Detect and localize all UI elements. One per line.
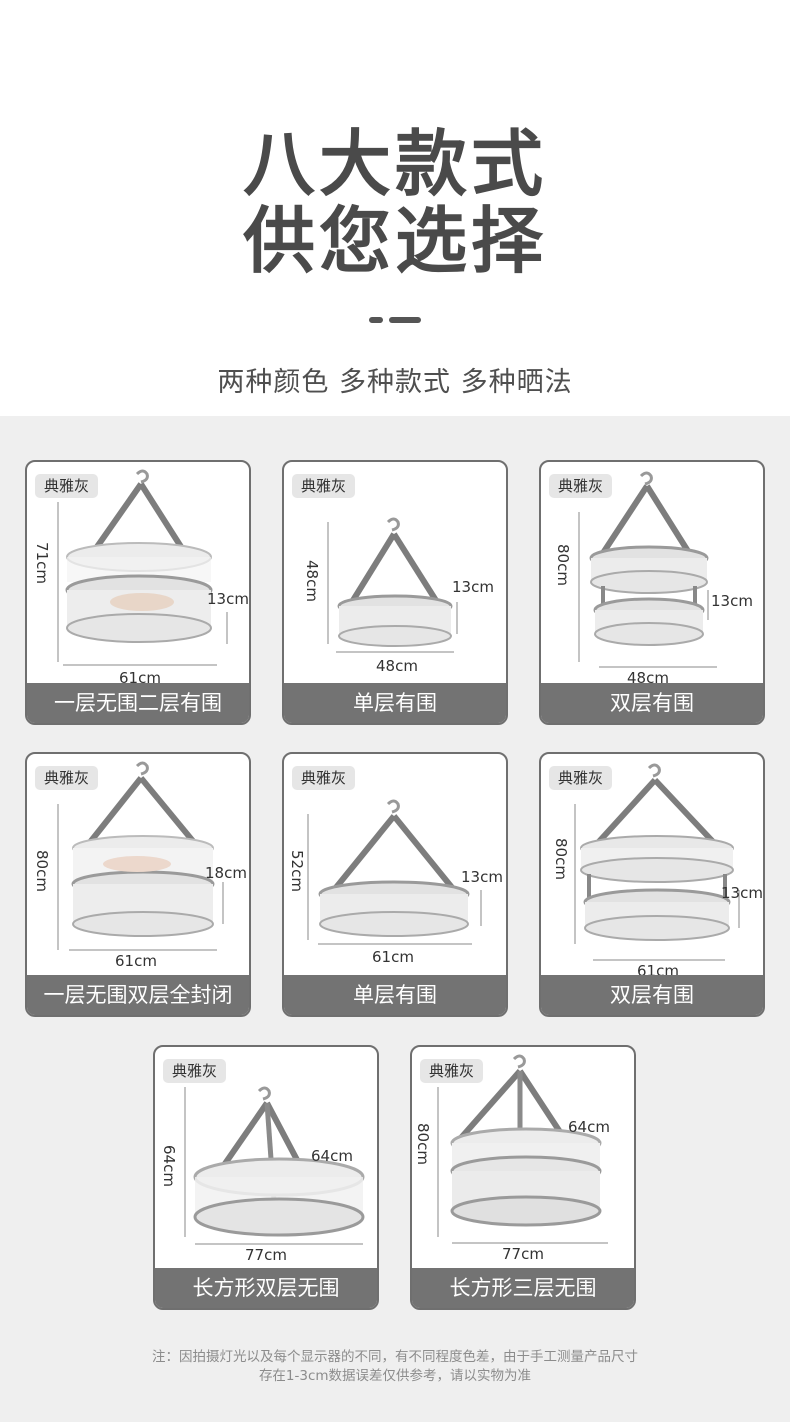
enclosed-rack-image xyxy=(57,761,224,951)
width-label: 48cm xyxy=(627,669,669,687)
single-layer-rack-image xyxy=(327,517,458,653)
product-card-7[interactable]: 典雅灰 64cm 64cm 77cm 长方形双层无围 xyxy=(153,1045,379,1310)
color-tag: 典雅灰 xyxy=(163,1059,227,1083)
height-label: 52cm xyxy=(288,850,306,892)
card-title: 长方形三层无围 xyxy=(412,1268,634,1308)
headline-line-1: 八大款式 xyxy=(242,122,547,206)
product-card-6[interactable]: 典雅灰 80cm 13cm 61cm 双层有围 xyxy=(539,752,765,1017)
color-tag: 典雅灰 xyxy=(292,474,356,498)
width-label: 77cm xyxy=(502,1245,544,1263)
disclaimer-line-2: 存在1-3cm数据误差仅供参考，请以实物为准 xyxy=(258,1368,532,1384)
width-label: 61cm xyxy=(119,669,161,687)
product-card-3[interactable]: 典雅灰 80cm 13cm 48cm 双层有围 xyxy=(539,460,765,725)
height-label: 48cm xyxy=(303,560,321,602)
layer-gap-label: 13cm xyxy=(452,578,494,596)
product-card-1[interactable]: 典雅灰 71cm 13cm 61cm 一层无围二层有围 xyxy=(25,460,251,725)
width-label: 61cm xyxy=(372,948,414,966)
rectangular-double-rack-image xyxy=(184,1086,365,1245)
subtitle: 两种颜色 多种款式 多种晒法 xyxy=(217,367,573,398)
card-title: 双层有围 xyxy=(541,683,763,723)
color-tag: 典雅灰 xyxy=(549,766,613,790)
double-layer-rack-image xyxy=(578,471,717,668)
card-title: 单层有围 xyxy=(284,683,506,723)
two-layer-rack-image xyxy=(57,469,228,666)
double-layer-rack-image xyxy=(574,763,740,961)
card-title: 长方形双层无围 xyxy=(155,1268,377,1308)
product-card-4[interactable]: 典雅灰 80cm 18cm 61cm 一层无围双层全封闭 xyxy=(25,752,251,1017)
layer-gap-label: 13cm xyxy=(721,884,763,902)
layer-gap-label: 13cm xyxy=(207,590,249,608)
width-label: 61cm xyxy=(115,952,157,970)
header-section: 八大款式 供您选择 两种颜色 多种款式 多种晒法 xyxy=(0,0,790,416)
height-label: 80cm xyxy=(414,1123,432,1165)
card-title: 一层无围双层全封闭 xyxy=(27,975,249,1015)
height-label: 80cm xyxy=(33,850,51,892)
product-card-8[interactable]: 典雅灰 80cm 64cm 77cm 长方形三层无围 xyxy=(410,1045,636,1310)
color-tag: 典雅灰 xyxy=(35,766,99,790)
card-title: 单层有围 xyxy=(284,975,506,1015)
disclaimer-line-1: 注：因拍摄灯光以及每个显示器的不同，有不同程度色差，由于手工测量产品尺寸 xyxy=(152,1349,638,1365)
layer-gap-label: 13cm xyxy=(461,868,503,886)
width-label: 48cm xyxy=(376,657,418,675)
product-card-5[interactable]: 典雅灰 52cm 13cm 61cm 单层有围 xyxy=(282,752,508,1017)
color-tag: 典雅灰 xyxy=(420,1059,484,1083)
color-tag: 典雅灰 xyxy=(549,474,613,498)
layer-gap-label: 64cm xyxy=(568,1118,610,1136)
divider-dash-short xyxy=(369,317,383,323)
width-label: 77cm xyxy=(245,1246,287,1264)
color-tag: 典雅灰 xyxy=(292,766,356,790)
height-label: 80cm xyxy=(554,544,572,586)
height-label: 80cm xyxy=(552,838,570,880)
card-title: 一层无围二层有围 xyxy=(27,683,249,723)
layer-gap-label: 13cm xyxy=(711,592,753,610)
divider-dash-long xyxy=(389,317,421,323)
layer-gap-label: 18cm xyxy=(205,864,247,882)
height-label: 71cm xyxy=(33,542,51,584)
card-title: 双层有围 xyxy=(541,975,763,1015)
rectangular-triple-rack-image xyxy=(437,1054,608,1244)
single-layer-rack-image xyxy=(307,799,482,945)
layer-gap-label: 64cm xyxy=(311,1147,353,1165)
color-tag: 典雅灰 xyxy=(35,474,99,498)
height-label: 64cm xyxy=(160,1145,178,1187)
headline-line-2: 供您选择 xyxy=(242,199,547,283)
product-card-2[interactable]: 典雅灰 48cm 13cm 48cm 单层有围 xyxy=(282,460,508,725)
